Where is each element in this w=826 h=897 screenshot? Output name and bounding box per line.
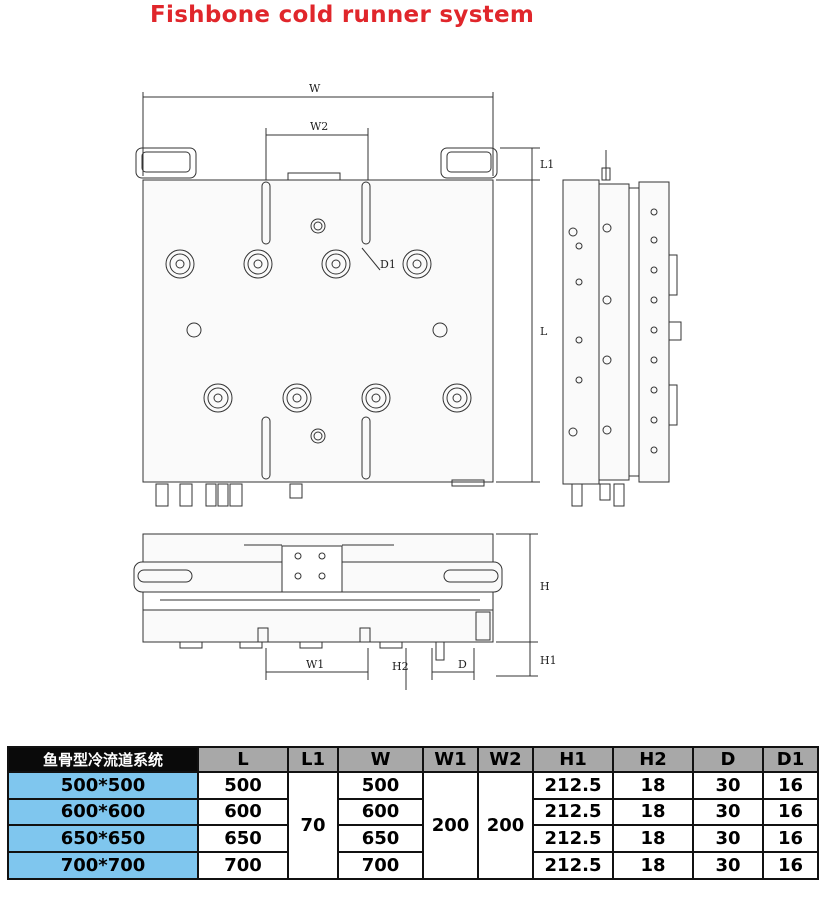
cell-W: 600	[337, 797, 424, 827]
header-H2: H2	[612, 746, 694, 773]
row-name: 700*700	[7, 851, 199, 880]
cell-H1: 212.5	[532, 770, 614, 800]
table-corner-label: 鱼骨型冷流道系统	[7, 746, 199, 773]
cell-L: 600	[197, 797, 289, 827]
cell-D1: 16	[762, 770, 819, 800]
cell-H1: 212.5	[532, 797, 614, 827]
cell-H2: 18	[612, 824, 694, 854]
header-D: D	[692, 746, 764, 773]
cell-H2: 18	[612, 770, 694, 800]
cell-H1: 212.5	[532, 851, 614, 880]
cell-W2-merged: 200	[477, 770, 534, 881]
cell-D: 30	[692, 824, 764, 854]
header-D1: D1	[762, 746, 819, 773]
header-W1: W1	[422, 746, 479, 773]
cell-H2: 18	[612, 797, 694, 827]
cell-W: 650	[337, 824, 424, 854]
cell-L: 700	[197, 851, 289, 880]
cell-L: 650	[197, 824, 289, 854]
row-name: 500*500	[7, 770, 199, 800]
technical-drawing: W W2 L1 L D1 H H1 W1 H2 D	[133, 82, 682, 690]
label-D: D	[458, 658, 467, 671]
header-W2: W2	[477, 746, 534, 773]
spec-table: 鱼骨型冷流道系统 L L1 W W1 W2 H1 H2 D D1 500*500…	[7, 746, 819, 881]
label-H: H	[540, 580, 550, 593]
label-W2: W2	[310, 120, 328, 133]
label-W1: W1	[306, 658, 324, 671]
header-W: W	[337, 746, 424, 773]
cell-D1: 16	[762, 851, 819, 880]
cell-H1: 212.5	[532, 824, 614, 854]
label-D1: D1	[380, 258, 396, 271]
label-H1: H1	[540, 654, 557, 667]
table-row: 500*500 500 70 500 200 200 212.5 18 30 1…	[7, 770, 819, 881]
cell-W: 700	[337, 851, 424, 880]
table-header-row: 鱼骨型冷流道系统 L L1 W W1 W2 H1 H2 D D1	[7, 746, 819, 773]
cell-W: 500	[337, 770, 424, 800]
label-W: W	[309, 82, 321, 95]
label-L: L	[540, 325, 548, 338]
cell-H2: 18	[612, 851, 694, 880]
cell-D: 30	[692, 851, 764, 880]
header-L: L	[197, 746, 289, 773]
row-name: 600*600	[7, 797, 199, 827]
table-row: 600*600 600 600 212.5 18 30 16	[7, 797, 819, 827]
row-name: 650*650	[7, 824, 199, 854]
table-row: 650*650 650 650 212.5 18 30 16	[7, 824, 819, 854]
label-L1: L1	[540, 158, 554, 171]
page-title: Fishbone cold runner system	[150, 2, 535, 28]
cell-L: 500	[197, 770, 289, 800]
cell-W1-merged: 200	[422, 770, 479, 881]
cell-D1: 16	[762, 797, 819, 827]
header-H1: H1	[532, 746, 614, 773]
table-row: 700*700 700 700 212.5 18 30 16	[7, 851, 819, 880]
cell-D: 30	[692, 797, 764, 827]
cell-L1-merged: 70	[287, 770, 339, 881]
cell-D1: 16	[762, 824, 819, 854]
cell-D: 30	[692, 770, 764, 800]
label-H2: H2	[392, 660, 409, 673]
header-L1: L1	[287, 746, 339, 773]
